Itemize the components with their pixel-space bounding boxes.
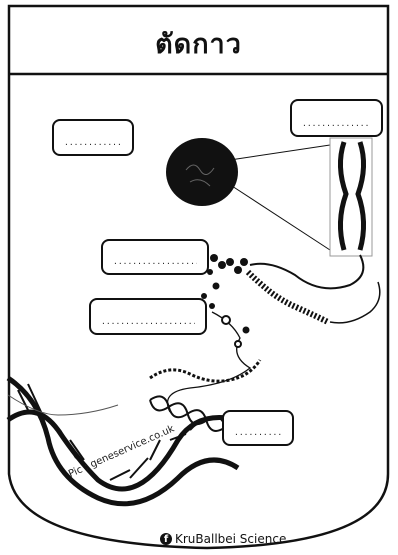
- label-box-3[interactable]: .............................: [101, 239, 209, 275]
- chromosome-shape: [330, 138, 372, 256]
- brand-footer: f KruBallbei Science: [160, 532, 286, 546]
- label-box-4[interactable]: ...................................: [89, 298, 207, 335]
- label-box-4-blank: ...................................: [101, 318, 195, 326]
- brand-name: KruBallbei Science: [175, 532, 286, 546]
- label-box-1-blank: ......................: [64, 139, 122, 147]
- facebook-icon: f: [160, 533, 172, 545]
- label-box-2[interactable]: .............................: [290, 99, 383, 137]
- label-box-5[interactable]: ......................: [222, 410, 294, 446]
- label-box-2-blank: .............................: [302, 120, 371, 128]
- label-box-1[interactable]: ......................: [52, 119, 134, 156]
- label-box-3-blank: .............................: [113, 258, 197, 266]
- dna-double-helix: [8, 378, 238, 504]
- label-box-5-blank: ......................: [234, 429, 282, 437]
